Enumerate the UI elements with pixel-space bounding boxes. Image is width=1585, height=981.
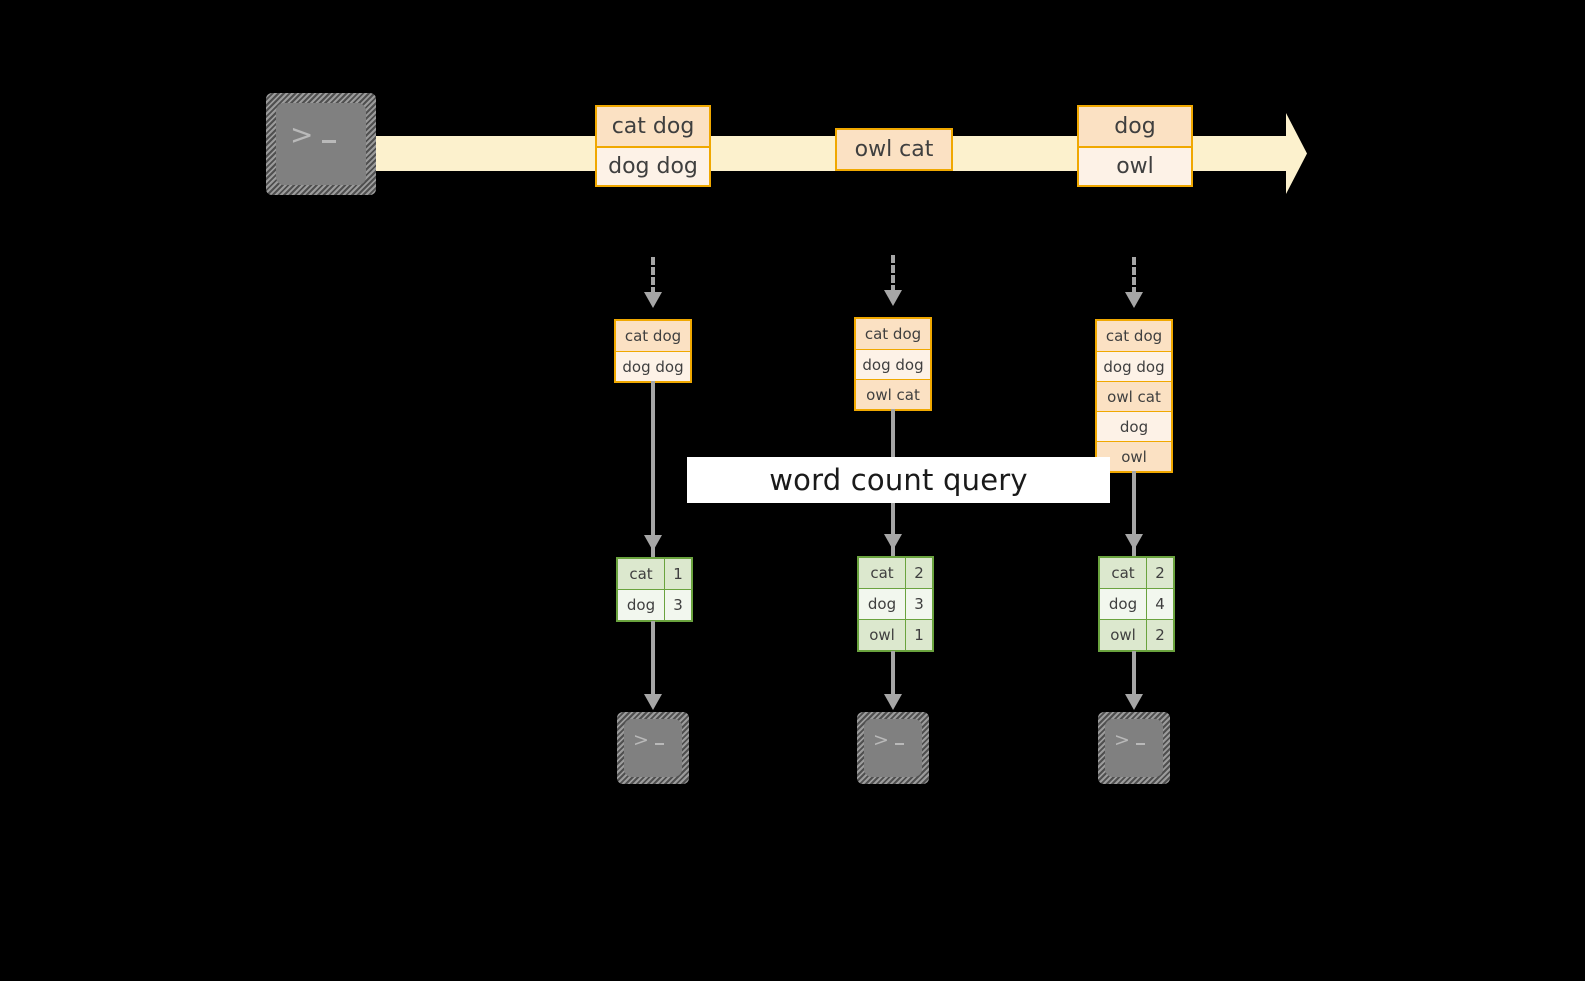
- snapshot-line: cat dog: [856, 319, 930, 349]
- table-row: dog 3: [859, 588, 932, 619]
- result-table: cat 2 dog 4 owl 2: [1098, 556, 1175, 652]
- result-word: cat: [629, 565, 653, 583]
- sink-connector: [1132, 651, 1136, 696]
- result-count: 1: [664, 559, 691, 589]
- result-word: owl: [869, 626, 895, 644]
- terminal-screen: >: [624, 719, 682, 777]
- prompt-cursor-icon: [322, 139, 337, 143]
- query-label-banner: word count query: [687, 457, 1110, 503]
- record-line: cat dog: [597, 107, 709, 146]
- arrowhead-icon: [884, 290, 902, 306]
- prompt-cursor-icon: [894, 743, 905, 746]
- terminal-icon-sink[interactable]: >: [617, 712, 689, 784]
- dashed-connector: [1132, 257, 1136, 295]
- result-count: 3: [664, 590, 691, 620]
- arrowhead-icon: [884, 694, 902, 710]
- query-connector: [1132, 471, 1136, 558]
- snapshot-record-stack: cat dog dog dog owl cat dog owl: [1095, 319, 1173, 473]
- snapshot-line: cat dog: [1097, 321, 1171, 351]
- arrowhead-icon: [644, 535, 662, 551]
- arrowhead-icon: [644, 292, 662, 308]
- arrowhead-icon: [1125, 694, 1143, 710]
- record-line: owl: [1079, 146, 1191, 185]
- table-row: cat 2: [859, 558, 932, 588]
- stream-event-record: owl cat: [835, 128, 953, 171]
- result-count: 3: [905, 589, 932, 619]
- table-row: dog 4: [1100, 588, 1173, 619]
- arrowhead-icon: [884, 534, 902, 550]
- snapshot-line: dog: [1097, 411, 1171, 441]
- snapshot-record-stack: cat dog dog dog: [614, 319, 692, 383]
- table-row: owl 1: [859, 619, 932, 650]
- terminal-prompt: >: [633, 729, 665, 751]
- stream-arrow-head-glyph: [1286, 113, 1307, 194]
- arrowhead-icon: [644, 694, 662, 710]
- snapshot-line: owl cat: [856, 379, 930, 409]
- terminal-screen: >: [864, 719, 922, 777]
- stream-event-record: cat dog dog dog: [595, 105, 711, 187]
- result-word: cat: [870, 564, 894, 582]
- result-word: dog: [626, 596, 656, 614]
- terminal-screen: >: [276, 103, 366, 185]
- terminal-screen: >: [1105, 719, 1163, 777]
- prompt-chevron-icon: >: [1114, 729, 1130, 751]
- result-table: cat 1 dog 3: [616, 557, 693, 622]
- stream-arrow-head: [1286, 113, 1307, 194]
- dashed-connector: [891, 255, 895, 293]
- result-count: 2: [1146, 620, 1173, 650]
- record-line: owl cat: [837, 130, 951, 169]
- query-connector: [651, 381, 655, 558]
- table-row: cat 1: [618, 559, 691, 589]
- prompt-cursor-icon: [654, 743, 665, 746]
- result-count: 2: [1146, 558, 1173, 588]
- sink-connector: [651, 621, 655, 696]
- snapshot-line: cat dog: [616, 321, 690, 351]
- snapshot-record-stack: cat dog dog dog owl cat: [854, 317, 932, 411]
- result-count: 2: [905, 558, 932, 588]
- dashed-connector: [651, 257, 655, 295]
- record-line: dog dog: [597, 146, 709, 185]
- prompt-chevron-icon: >: [290, 118, 314, 151]
- snapshot-line: dog dog: [616, 351, 690, 381]
- result-count: 1: [905, 620, 932, 650]
- terminal-icon-source[interactable]: >: [266, 93, 376, 195]
- terminal-prompt: >: [873, 729, 905, 751]
- record-line: dog: [1079, 107, 1191, 146]
- table-row: dog 3: [618, 589, 691, 620]
- prompt-chevron-icon: >: [633, 729, 649, 751]
- snapshot-line: owl cat: [1097, 381, 1171, 411]
- arrowhead-icon: [1125, 292, 1143, 308]
- result-word: dog: [867, 595, 897, 613]
- table-row: cat 2: [1100, 558, 1173, 588]
- terminal-icon-sink[interactable]: >: [857, 712, 929, 784]
- table-row: owl 2: [1100, 619, 1173, 650]
- terminal-prompt: >: [1114, 729, 1146, 751]
- terminal-prompt: >: [290, 118, 337, 151]
- result-word: owl: [1110, 626, 1136, 644]
- prompt-cursor-icon: [1135, 743, 1146, 746]
- arrowhead-icon: [1125, 534, 1143, 550]
- result-word: cat: [1111, 564, 1135, 582]
- result-word: dog: [1108, 595, 1138, 613]
- result-table: cat 2 dog 3 owl 1: [857, 556, 934, 652]
- result-count: 4: [1146, 589, 1173, 619]
- terminal-icon-sink[interactable]: >: [1098, 712, 1170, 784]
- sink-connector: [891, 651, 895, 696]
- snapshot-line: dog dog: [1097, 351, 1171, 381]
- prompt-chevron-icon: >: [873, 729, 889, 751]
- snapshot-line: dog dog: [856, 349, 930, 379]
- stream-event-record: dog owl: [1077, 105, 1193, 187]
